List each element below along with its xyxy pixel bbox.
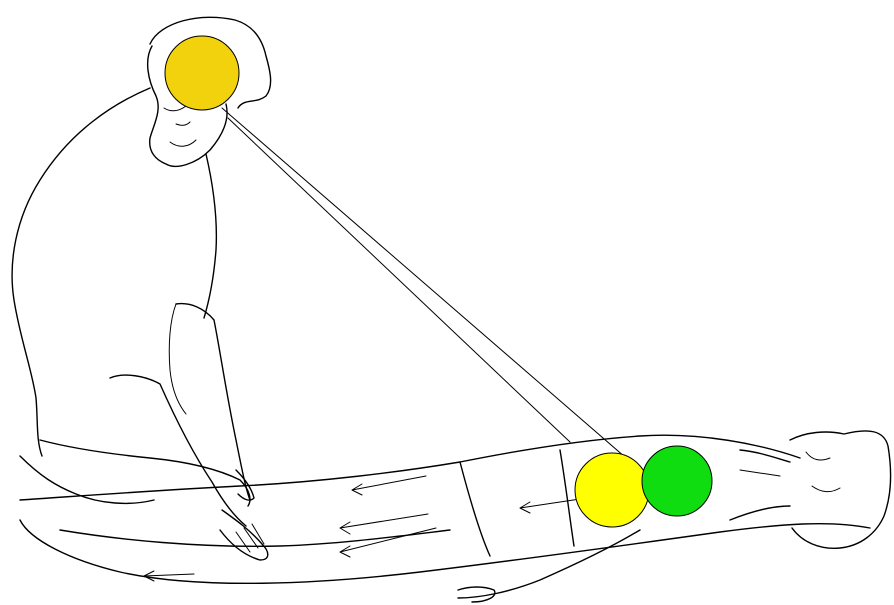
head-energy-center [165, 36, 239, 110]
abdomen-left-energy-center [575, 453, 649, 527]
abdomen-right-energy-center [642, 446, 712, 516]
